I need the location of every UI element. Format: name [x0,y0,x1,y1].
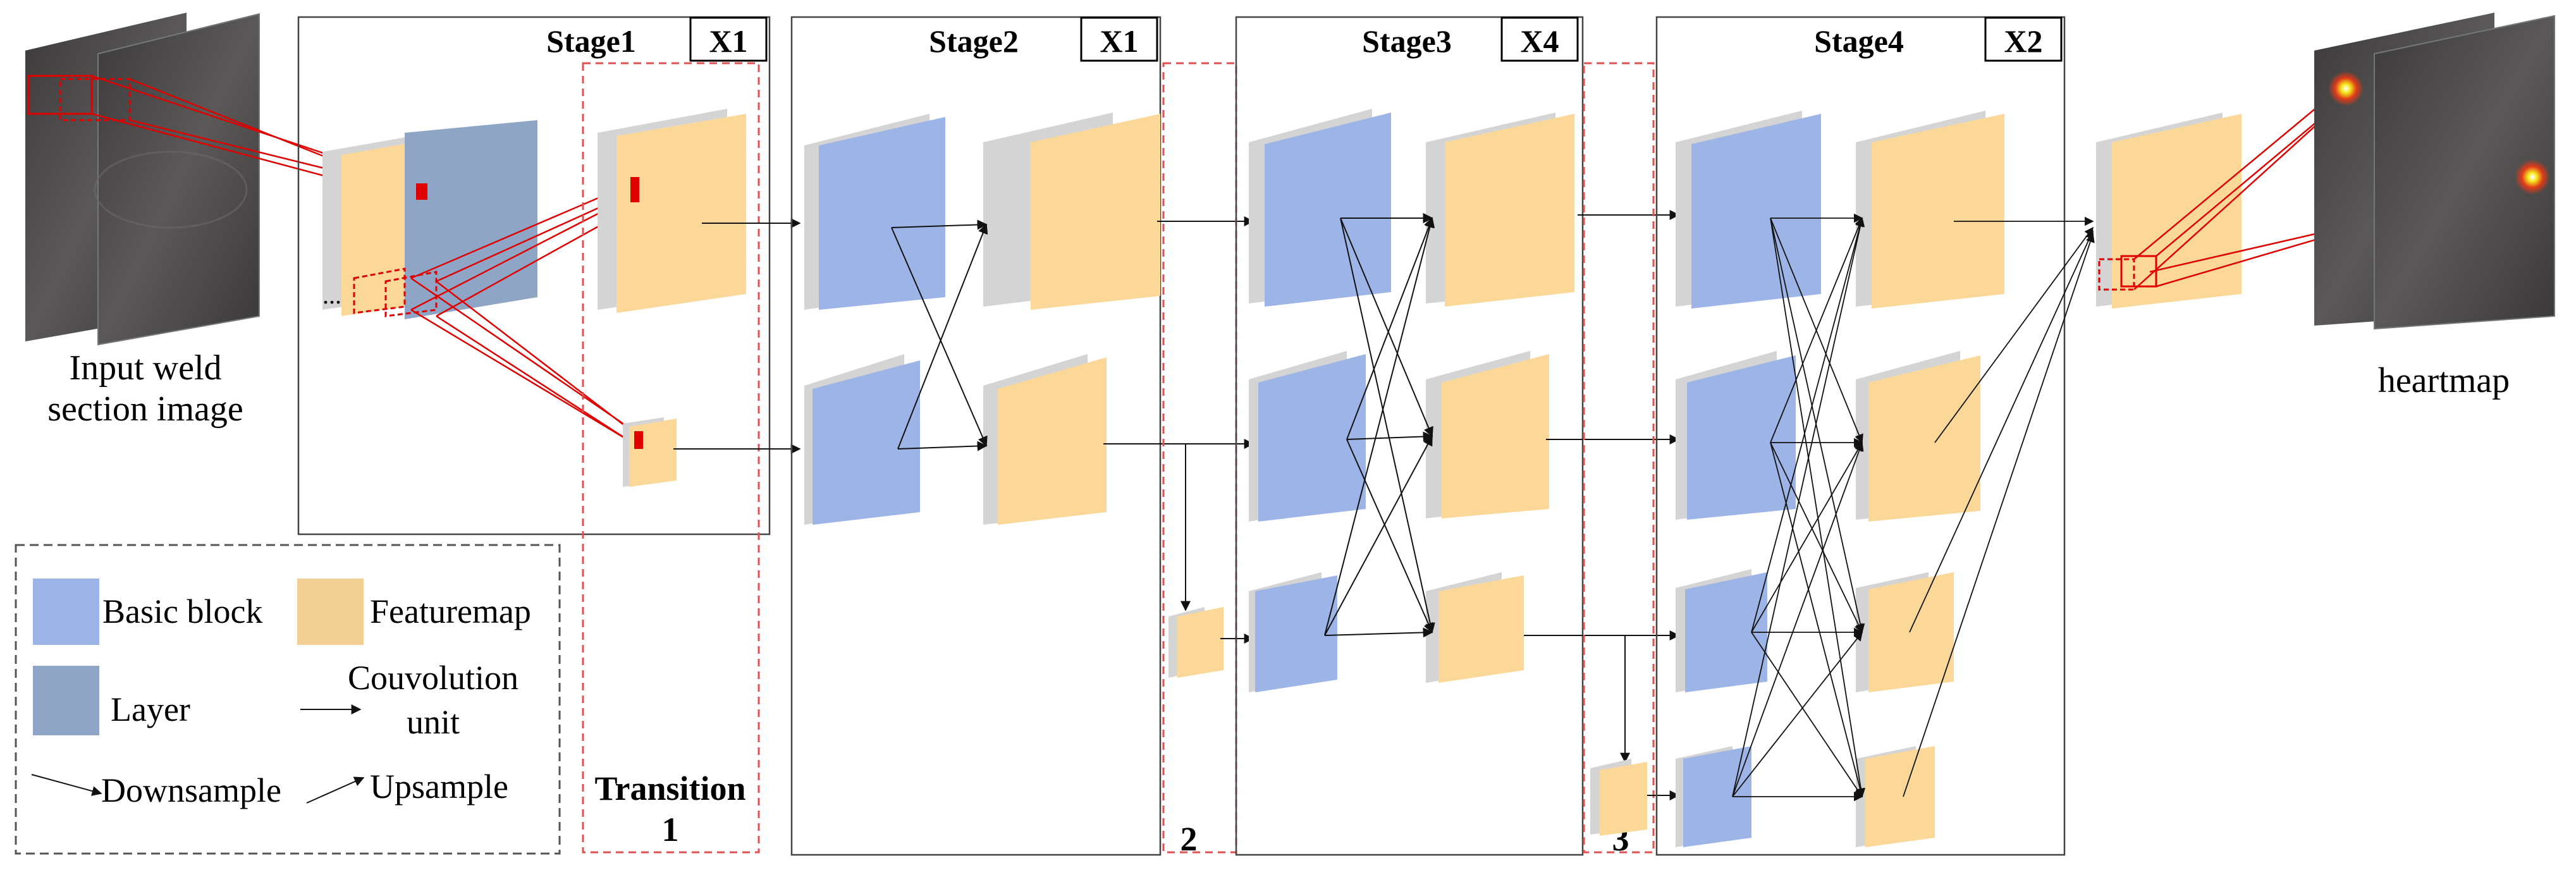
legend-layer-swatch [33,666,99,735]
stage3-fusion-arrows [1324,210,1680,763]
legend-basic-block-swatch [33,579,99,645]
legend-upsample-arrow [306,776,365,804]
legend-upsample-label: Upsample [370,768,508,806]
stage1-title: Stage1 [546,23,636,59]
transition3-featuremap [1590,759,1647,836]
input-image [25,13,260,346]
transition1-label-line2: 1 [662,811,679,849]
stage2-multiplier-box [1080,16,1158,62]
stage2-blocks [804,113,1160,525]
output-label: heartmap [2378,361,2510,400]
legend-downsample-arrow [31,774,102,796]
ellipsis: ... [322,281,341,309]
transition1-featuremaps [598,109,746,487]
stage2-box [790,16,1162,856]
legend-basic-block-label: Basic block [102,592,262,630]
stage1-multiplier-box [689,16,768,62]
stage4-multiplier-box [1984,16,2063,62]
stage4-fusion-arrows [1732,213,2095,802]
transition1-box [582,62,760,854]
stage4-multiplier: X2 [2004,23,2042,59]
stage3-multiplier: X4 [1520,23,1559,59]
stage1-box [297,16,771,536]
stage3-blocks [1249,109,1574,692]
stage4-blocks [1676,111,2004,847]
stage3-title: Stage3 [1362,23,1452,59]
heatmap-image [2314,13,2555,330]
input-label-line1: Input weld [69,348,221,388]
stage3-multiplier-box [1500,16,1579,62]
transition2-label: 2 [1181,820,1198,858]
legend-featuremap-swatch [297,579,364,645]
stage2-fusion-arrows [891,216,1254,611]
input-label-line2: section image [47,389,243,429]
stage4-title: Stage4 [1814,23,1904,59]
legend-box [15,544,561,855]
stage2-multiplier: X1 [1100,23,1138,59]
stage2-title: Stage2 [929,23,1019,59]
transition2-box [1162,62,1237,854]
legend-featuremap-label: Featuremap [370,592,531,630]
stage4-box [1655,16,2066,856]
legend-layer-label: Layer [111,690,190,728]
transition1-label-line1: Transition [594,769,745,807]
legend-conv-label-line2: unit [407,703,460,741]
stage1-multiplier: X1 [709,23,747,59]
output-featuremap [2096,113,2242,309]
legend-conv-label-line1: Couvolution [348,659,518,697]
legend-downsample-label: Downsample [101,771,281,809]
transition3-box [1583,62,1655,854]
stage1-layer-stack [322,120,537,319]
transition2-featuremap [1168,607,1224,678]
stage3-box [1235,16,1584,856]
